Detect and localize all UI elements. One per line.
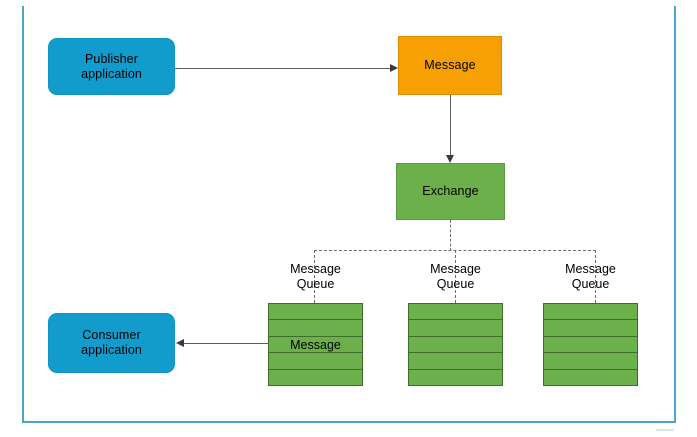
queue-cell[interactable]: [409, 304, 502, 321]
publisher-application-label: Publisher application: [81, 51, 142, 81]
frame-border-left: [22, 6, 24, 423]
dashed-connector-to-queue-2: [455, 250, 456, 303]
arrowhead-publisher-to-message: [390, 63, 398, 72]
arrowhead-message-to-exchange: [445, 155, 454, 163]
queue-cell[interactable]: [409, 353, 502, 370]
message-queue-2-stack: [408, 303, 503, 386]
frame-corner-nub: [656, 429, 674, 431]
queue-cell[interactable]: [269, 320, 362, 337]
queue-cell[interactable]: [544, 353, 637, 370]
dashed-connector-to-queue-1: [314, 250, 315, 303]
queue-cell[interactable]: [544, 320, 637, 337]
consumer-application-node[interactable]: Consumer application: [48, 313, 175, 373]
queue-cell[interactable]: [409, 370, 502, 385]
queue-cell[interactable]: Message: [269, 337, 362, 354]
consumer-application-label: Consumer application: [81, 328, 142, 357]
message-queue-2-label: Message Queue: [430, 262, 481, 291]
message-queue-3-stack: [543, 303, 638, 386]
dashed-connector-exchange-drop: [450, 220, 451, 251]
connector-queue-to-consumer: [184, 343, 268, 345]
queue-cell[interactable]: [544, 304, 637, 321]
publisher-application-node[interactable]: Publisher application: [48, 38, 175, 95]
arrowhead-queue-to-consumer: [176, 338, 184, 347]
message-queue-1-stack: Message: [268, 303, 363, 386]
exchange-node-label: Exchange: [422, 184, 479, 198]
message-queue-2[interactable]: Message Queue: [408, 262, 503, 386]
queue-cell[interactable]: [269, 353, 362, 370]
connector-publisher-to-message: [175, 68, 390, 70]
connector-message-to-exchange: [450, 95, 452, 155]
message-queue-3[interactable]: Message Queue: [543, 262, 638, 386]
dashed-connector-to-queue-3: [595, 250, 596, 303]
queue-cell[interactable]: [544, 337, 637, 354]
message-node[interactable]: Message: [398, 36, 502, 95]
queue-cell[interactable]: [269, 304, 362, 321]
exchange-node[interactable]: Exchange: [396, 163, 505, 220]
queue-cell[interactable]: [409, 337, 502, 354]
message-queue-3-label: Message Queue: [565, 262, 616, 291]
message-node-label: Message: [424, 58, 476, 72]
message-queue-1-label: Message Queue: [290, 262, 341, 291]
queue-cell[interactable]: [544, 370, 637, 385]
message-queue-1[interactable]: Message Queue Message: [268, 262, 363, 386]
queue-cell[interactable]: [409, 320, 502, 337]
frame-border-right: [674, 6, 676, 423]
frame-border-bottom: [22, 421, 676, 423]
queue-cell[interactable]: [269, 370, 362, 385]
